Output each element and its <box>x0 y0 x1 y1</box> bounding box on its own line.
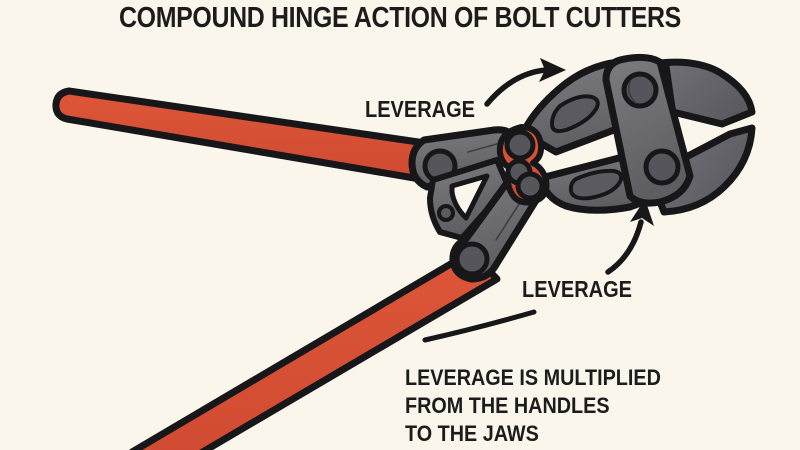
caption-curve-icon <box>422 309 537 343</box>
red-pivot-plate <box>496 124 550 206</box>
handle-pivot-lower <box>454 241 490 277</box>
label-leverage-upper-text: LEVERAGE <box>365 96 475 123</box>
label-leverage-upper: LEVERAGE <box>365 96 475 123</box>
curved-arrow-up-icon <box>605 199 654 275</box>
label-leverage-lower-text: LEVERAGE <box>522 276 632 303</box>
caption-line-1: LEVERAGE IS MULTIPLIED <box>405 366 661 390</box>
caption-line-2: FROM THE HANDLES <box>405 394 610 418</box>
pivot-hole-top <box>504 129 536 161</box>
page-title-text: COMPOUND HINGE ACTION OF BOLT CUTTERS <box>119 1 681 33</box>
pivot-hole-bottom <box>515 171 545 201</box>
arrowhead-lower <box>630 199 654 226</box>
caption-block: LEVERAGE IS MULTIPLIED FROM THE HANDLES … <box>405 366 661 446</box>
caption-line-3: TO THE JAWS <box>405 422 539 446</box>
jaw-rivet-lower <box>643 148 681 186</box>
arrowhead-upper <box>539 58 566 82</box>
label-leverage-lower: LEVERAGE <box>522 276 632 303</box>
upper-red-handle <box>52 87 436 183</box>
lower-red-handle <box>129 248 501 450</box>
curved-arrow-up-right-icon <box>484 58 566 107</box>
toggle-pin <box>437 204 455 222</box>
jaw-center-plate <box>602 53 694 207</box>
page-title: COMPOUND HINGE ACTION OF BOLT CUTTERS <box>119 1 681 33</box>
